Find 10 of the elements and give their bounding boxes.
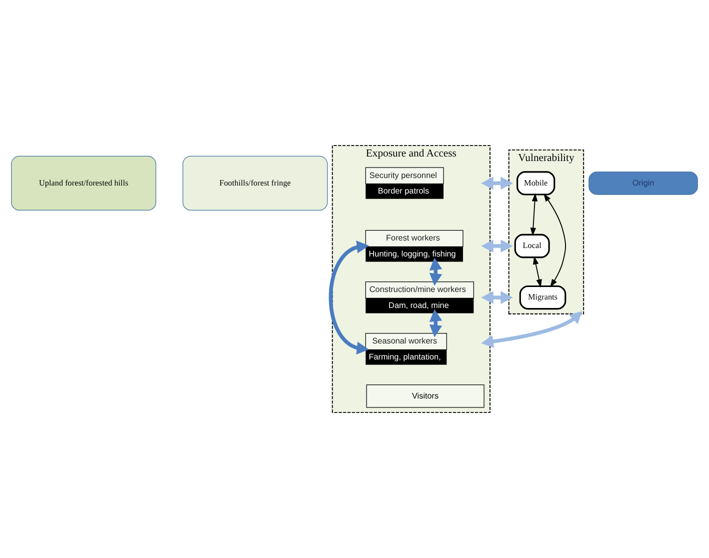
arrow [429,309,442,338]
arrow [328,240,370,354]
arrow [481,311,582,348]
arrow [481,291,513,304]
arrow [429,258,442,286]
arrow [481,176,513,190]
arrow [543,193,566,288]
arrow [481,240,513,252]
arrow [533,256,542,288]
arrow [530,193,538,236]
